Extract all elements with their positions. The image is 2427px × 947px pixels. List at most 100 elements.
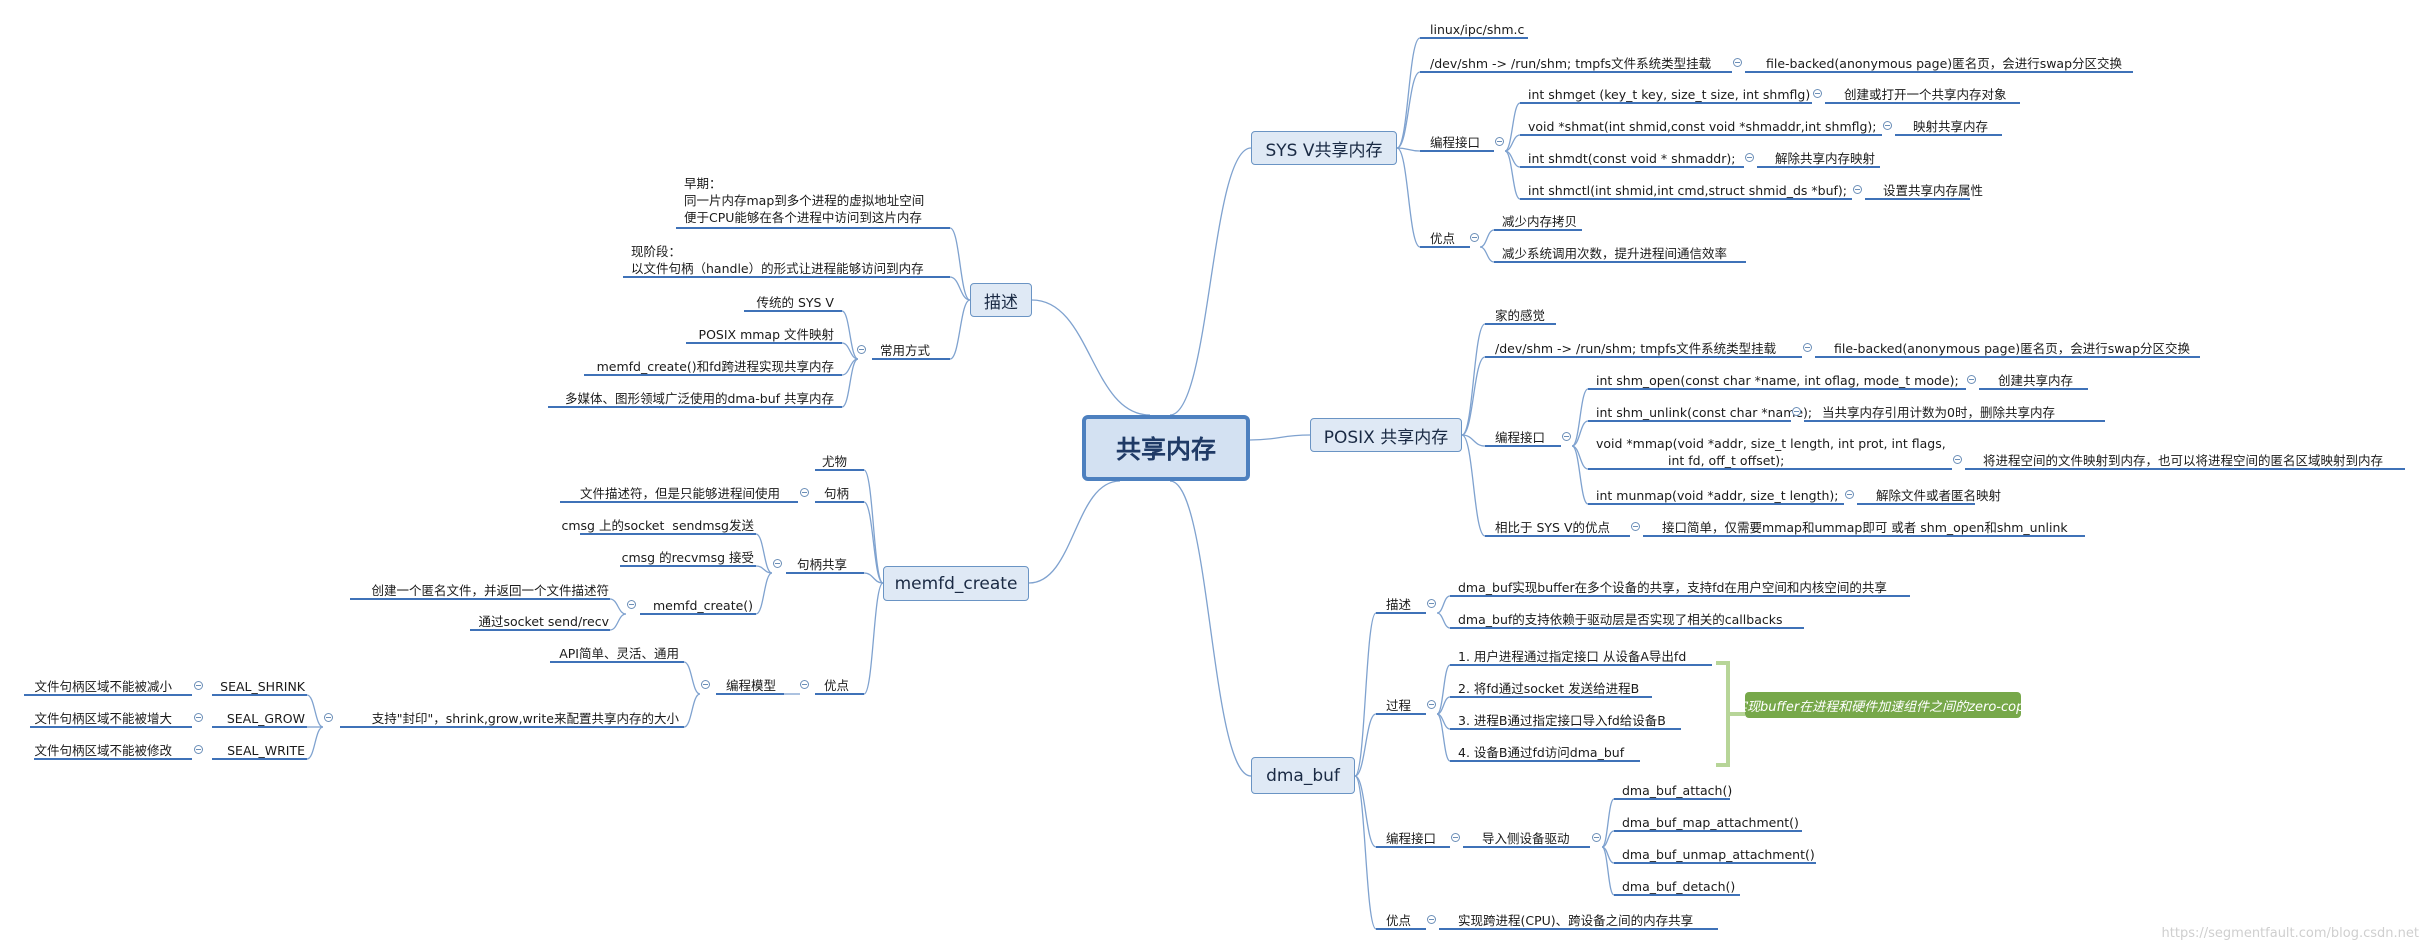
desc-now-line1: 以文件句柄（handle）的形式让进程能够访问到内存	[631, 261, 924, 276]
posix-api-mmap-line1: void *mmap(void *addr, size_t length, in…	[1596, 436, 1946, 451]
memfd-seal-write: SEAL_WRITE	[227, 743, 305, 758]
dmabuf-proc-4: 4. 设备B通过fd访问dma_buf	[1458, 745, 1625, 760]
toggle-posix-shmunlink[interactable]	[1792, 407, 1801, 416]
posix-api-munmap: int munmap(void *addr, size_t length);	[1596, 488, 1839, 503]
branch-fan	[1461, 434, 1486, 447]
dmabuf-proc-2: 2. 将fd通过socket 发送给进程B	[1458, 681, 1640, 696]
topic-dmabuf[interactable]: dma_buf	[1251, 757, 1355, 794]
toggle-sysv-shmdt[interactable]	[1745, 153, 1754, 162]
branch-fan	[306, 694, 324, 728]
branch-fan	[949, 227, 971, 301]
memfd-seal-write-note: 文件句柄区域不能被修改	[34, 743, 172, 758]
sysv-devshm: /dev/shm -> /run/shm; tmpfs文件系统类型挂载	[1430, 56, 1712, 71]
toggle-dmabuf-import[interactable]	[1592, 833, 1601, 842]
toggle-posix-munmap[interactable]	[1845, 490, 1854, 499]
branch-fan	[863, 469, 884, 584]
branch-fan	[949, 299, 971, 360]
dmabuf-import-label: 导入侧设备驱动	[1482, 831, 1570, 846]
toggle-dmabuf-adv[interactable]	[1427, 915, 1436, 924]
toggle-memfd-seal-write[interactable]	[194, 745, 203, 754]
toggle-memfd-create[interactable]	[627, 600, 636, 609]
toggle-memfd-seal-grow[interactable]	[194, 713, 203, 722]
toggle-posix-compare[interactable]	[1631, 522, 1640, 531]
branch-fan	[1396, 37, 1421, 149]
toggle-posix-api[interactable]	[1562, 432, 1571, 441]
branch-fan	[1354, 713, 1377, 777]
dmabuf-api-attach: dma_buf_attach()	[1622, 783, 1733, 798]
branch-fan	[1479, 229, 1495, 248]
branch-fan	[1571, 445, 1589, 505]
toggle-sysv-devshm[interactable]	[1733, 58, 1742, 67]
toggle-sysv-shmget[interactable]	[1813, 89, 1822, 98]
memfd-seal-grow: SEAL_GROW	[226, 711, 305, 726]
branch-fan	[841, 358, 859, 408]
branch-fan	[841, 358, 859, 376]
memfd-create-label: memfd_create()	[653, 598, 754, 613]
posix-api-mmap-note: 将进程空间的文件映射到内存，也可以将进程空间的匿名区域映射到内存	[1983, 453, 2384, 468]
branch-fan	[1436, 664, 1451, 715]
branch-fan	[1601, 846, 1615, 864]
root-to-posix	[1249, 434, 1311, 441]
root-to-desc	[1031, 299, 1151, 416]
dmabuf-proc-1: 1. 用户进程通过指定接口 从设备A导出fd	[1458, 649, 1687, 664]
branch-fan	[1479, 246, 1495, 263]
toggle-dmabuf-api[interactable]	[1451, 833, 1460, 842]
sysv-api-shmctl-note: 设置共享内存属性	[1883, 183, 1984, 198]
desc-common-2: POSIX mmap 文件映射	[698, 327, 834, 342]
branch-fan	[841, 310, 859, 360]
toggle-sysv-shmat[interactable]	[1883, 121, 1892, 130]
posix-compare-note: 接口简单，仅需要mmap和ummap即可 或者 shm_open和shm_unl…	[1662, 520, 2068, 535]
topic-desc[interactable]: 描述	[970, 283, 1032, 317]
memfd-share-2: cmsg 的recvmsg 接受	[621, 550, 754, 565]
toggle-memfd-adv[interactable]	[800, 680, 809, 689]
memfd-share-label: 句柄共享	[797, 557, 848, 572]
toggle-sysv-shmctl[interactable]	[1853, 185, 1862, 194]
toggle-memfd-share[interactable]	[773, 559, 782, 568]
toggle-posix-devshm[interactable]	[1803, 343, 1812, 352]
sysv-api-shmdt: int shmdt(const void * shmaddr);	[1528, 151, 1736, 166]
posix-api-shmunlink: int shm_unlink(const char *name);	[1596, 405, 1813, 420]
branch-fan	[1504, 150, 1521, 168]
desc-common-1: 传统的 SYS V	[756, 295, 834, 310]
toggle-dmabuf-desc[interactable]	[1427, 599, 1436, 608]
dmabuf-api-unmap: dma_buf_unmap_attachment()	[1622, 847, 1815, 862]
branch-fan	[1504, 150, 1521, 200]
sysv-api-shmctl: int shmctl(int shmid,int cmd,struct shmi…	[1528, 183, 1848, 198]
posix-api-munmap-note: 解除文件或者匿名映射	[1876, 488, 2002, 503]
topic-memfd[interactable]: memfd_create	[883, 566, 1029, 601]
branch-fan	[609, 598, 627, 615]
toggle-desc-common[interactable]	[857, 345, 866, 354]
topic-sysv[interactable]: SYS V共享内存	[1251, 131, 1397, 165]
posix-api-label: 编程接口	[1495, 430, 1546, 445]
sysv-adv-1: 减少内存拷贝	[1502, 214, 1578, 229]
dmabuf-adv-label: 优点	[1386, 913, 1412, 928]
desc-early-title: 早期：	[684, 176, 722, 191]
sysv-api-shmget-note: 创建或打开一个共享内存对象	[1844, 87, 2007, 102]
branch-fan	[1461, 323, 1486, 436]
toggle-memfd-seal-shrink[interactable]	[194, 681, 203, 690]
posix-feel: 家的感觉	[1495, 308, 1546, 323]
toggle-dmabuf-proc[interactable]	[1427, 700, 1436, 709]
branch-fan	[863, 501, 884, 584]
toggle-posix-shmopen[interactable]	[1967, 375, 1976, 384]
branch-fan	[1571, 420, 1589, 447]
toggle-sysv-adv[interactable]	[1470, 233, 1479, 242]
sysv-api-shmat: void *shmat(int shmid,const void *shmadd…	[1528, 119, 1877, 134]
toggle-sysv-api[interactable]	[1495, 137, 1504, 146]
branch-fan	[1436, 713, 1451, 762]
toggle-memfd-seal[interactable]	[324, 713, 333, 722]
toggle-memfd-model[interactable]	[701, 680, 710, 689]
root-topic[interactable]: 共享内存	[1082, 415, 1250, 481]
zero-copy-callout[interactable]: 实现buffer在进程和硬件加速组件之间的zero-copy	[1734, 692, 2032, 718]
dmabuf-proc-3: 3. 进程B通过指定接口导入fd给设备B	[1458, 713, 1666, 728]
toggle-posix-mmap[interactable]	[1953, 455, 1962, 464]
toggle-memfd-handle[interactable]	[800, 488, 809, 497]
dmabuf-api-label: 编程接口	[1386, 831, 1437, 846]
branch-fan	[1396, 147, 1421, 248]
topic-posix[interactable]: POSIX 共享内存	[1310, 418, 1462, 452]
branch-fan	[683, 661, 701, 695]
posix-api-shmunlink-note: 当共享内存引用计数为0时，删除共享内存	[1822, 405, 2055, 420]
memfd-adv-label: 优点	[824, 678, 850, 693]
sysv-devshm-note: file-backed(anonymous page)匿名页，会进行swap分区…	[1766, 56, 2123, 71]
memfd-thing: 尤物	[822, 454, 848, 469]
